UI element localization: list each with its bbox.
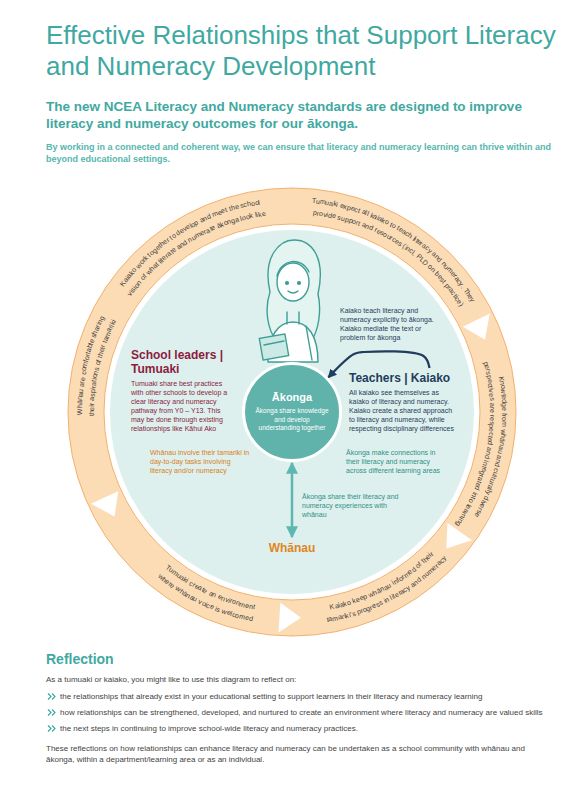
- ring-letter: d: [248, 615, 253, 624]
- relationship-note: Whānau involve their tamariki in day-to-…: [150, 448, 254, 475]
- neck: [287, 312, 299, 324]
- ring-letter: ā: [76, 400, 84, 404]
- ring-letter: s: [487, 397, 495, 401]
- group-heading: School leaders | Tumuaki: [131, 348, 235, 376]
- ring-letter: m: [499, 421, 507, 427]
- page-title: Effective Relationships that Support Lit…: [46, 20, 561, 82]
- ring-letter: r: [488, 415, 496, 417]
- intro-text: By working in a connected and coherent w…: [46, 141, 551, 165]
- ring-letter: w: [499, 429, 507, 435]
- body-text: As a tumuaki or kaiako, you might like t…: [46, 674, 551, 685]
- ring-arrowhead: [463, 313, 490, 339]
- ring-letter: e: [88, 407, 96, 411]
- group-heading: Ākonga: [253, 391, 331, 404]
- student-illustration: [259, 240, 320, 362]
- stakeholder-group: School leaders | TumuakiTumuaki share be…: [128, 345, 238, 436]
- group-description: Tumuaki share best practices with other …: [131, 379, 235, 433]
- ring-letter: W: [76, 408, 84, 415]
- ring-letter: a: [88, 397, 96, 401]
- ring-letter: e: [488, 417, 496, 421]
- ring-letter: a: [77, 392, 85, 397]
- bullet-item: the relationships that already exist in …: [60, 691, 551, 702]
- ring-letter: h: [88, 411, 96, 415]
- book: [259, 334, 288, 360]
- ring-letter: a: [488, 402, 496, 406]
- group-description: All kaiako see themselves as kaiako of l…: [349, 388, 459, 433]
- stakeholder-group: Teachers | KaiakoAll kaiako see themselv…: [346, 368, 462, 436]
- relationship-ring: [86, 206, 498, 618]
- ring-arrowhead: [91, 491, 118, 516]
- ring-letter: [488, 413, 496, 415]
- group-heading: Whānau: [260, 541, 324, 555]
- ring-outline: [104, 224, 480, 600]
- ring-letter: g: [500, 403, 508, 407]
- fringe: [277, 261, 309, 276]
- ring-letter: i: [88, 405, 96, 407]
- bag-strap: [306, 326, 312, 360]
- centre-circle: ĀkongaĀkonga share knowledge and develop…: [242, 362, 342, 462]
- stakeholder-group: Whānau: [257, 538, 327, 561]
- ring-letter: s: [488, 421, 496, 425]
- ring-letter: r: [88, 403, 96, 406]
- bullet-item: the next steps in continuing to improve …: [60, 723, 551, 734]
- face: [277, 263, 309, 301]
- ring-letter: f: [500, 413, 508, 415]
- relationship-note: Ākonga share their literacy and numeracy…: [302, 492, 410, 519]
- bullet-chevron: [48, 726, 55, 732]
- bullet-chevron: [48, 694, 55, 700]
- ring-letter: e: [78, 376, 87, 381]
- group-description: Ākonga share knowledge and develop under…: [253, 407, 331, 433]
- ring-letter: r: [500, 415, 508, 418]
- ring-letter: u: [77, 388, 85, 393]
- ring-arrowhead: [279, 603, 301, 633]
- circle-shape: [244, 364, 341, 461]
- relationship-note: Ākonga make connections in their literac…: [346, 448, 450, 475]
- ring-letter: e: [261, 210, 266, 218]
- bullet-item: how relationships can be strengthened, d…: [60, 707, 551, 718]
- section-heading: Reflection: [46, 650, 551, 668]
- bullet-chevron: [48, 710, 55, 716]
- group-heading: Teachers | Kaiako: [349, 371, 459, 385]
- ring-letter: e: [488, 409, 496, 413]
- eye: [286, 282, 289, 285]
- ring-letter: r: [488, 406, 496, 409]
- smile: [288, 291, 298, 293]
- ring-outline: [68, 188, 516, 636]
- ring-letter: o: [500, 417, 508, 421]
- ring-letter: e: [500, 407, 508, 411]
- ring-letter: [500, 411, 508, 413]
- inner-circle: [110, 230, 474, 594]
- relationship-note: Kaiako teach literacy and numeracy expli…: [340, 306, 436, 342]
- relationship-arrow: [291, 463, 294, 537]
- body-text: These reflections on how relationships c…: [46, 743, 551, 765]
- eye: [298, 282, 301, 285]
- ring-letter: h: [76, 404, 84, 408]
- book-line: [264, 341, 284, 345]
- subtitle: The new NCEA Literacy and Numeracy stand…: [46, 98, 551, 132]
